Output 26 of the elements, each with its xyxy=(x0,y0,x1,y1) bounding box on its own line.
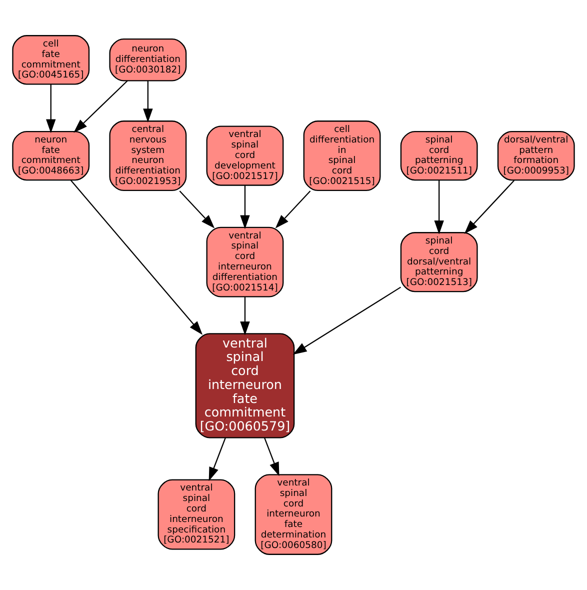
node-box: dorsal/ventral pattern formation [GO:0009953] xyxy=(497,130,575,181)
arrow xyxy=(143,80,153,123)
node-box: neuron fate commitment [GO:0048663] xyxy=(12,130,90,181)
node-box: spinal cord patterning [GO:0021511] xyxy=(400,130,478,181)
arrow xyxy=(264,438,280,476)
node-box: ventral spinal cord interneuron fate determination [GO:0060580] xyxy=(254,474,332,555)
arrow xyxy=(464,180,515,234)
node-box: cell fate commitment [GO:0045165] xyxy=(12,35,90,85)
arrow xyxy=(74,80,128,133)
arrow xyxy=(434,180,444,234)
arrow xyxy=(275,190,311,228)
arrow xyxy=(292,286,402,355)
arrow xyxy=(179,190,215,228)
arrow xyxy=(46,84,56,134)
node-box: central nervous system neuron differentiation [GO:0021953] xyxy=(109,120,187,192)
arrow xyxy=(240,297,250,336)
node-box: neuron differentiation [GO:0030182] xyxy=(109,38,187,82)
arrow xyxy=(208,438,226,482)
node-box: spinal cord dorsal/ventral patterning [GO:0021513] xyxy=(400,232,478,292)
node-box: ventral spinal cord interneuron fate commitment [GO:0060579] xyxy=(195,333,295,438)
node-box: ventral spinal cord development [GO:0021517] xyxy=(206,126,284,186)
node-box: cell differentiation in spinal cord [GO:0021515] xyxy=(303,120,381,192)
arrow xyxy=(70,180,203,335)
node-box: ventral spinal cord interneuron differentiation [GO:0021514] xyxy=(206,226,284,298)
arrow xyxy=(240,185,250,230)
node-box: ventral spinal cord interneuron specification [GO:0021521] xyxy=(158,479,236,550)
